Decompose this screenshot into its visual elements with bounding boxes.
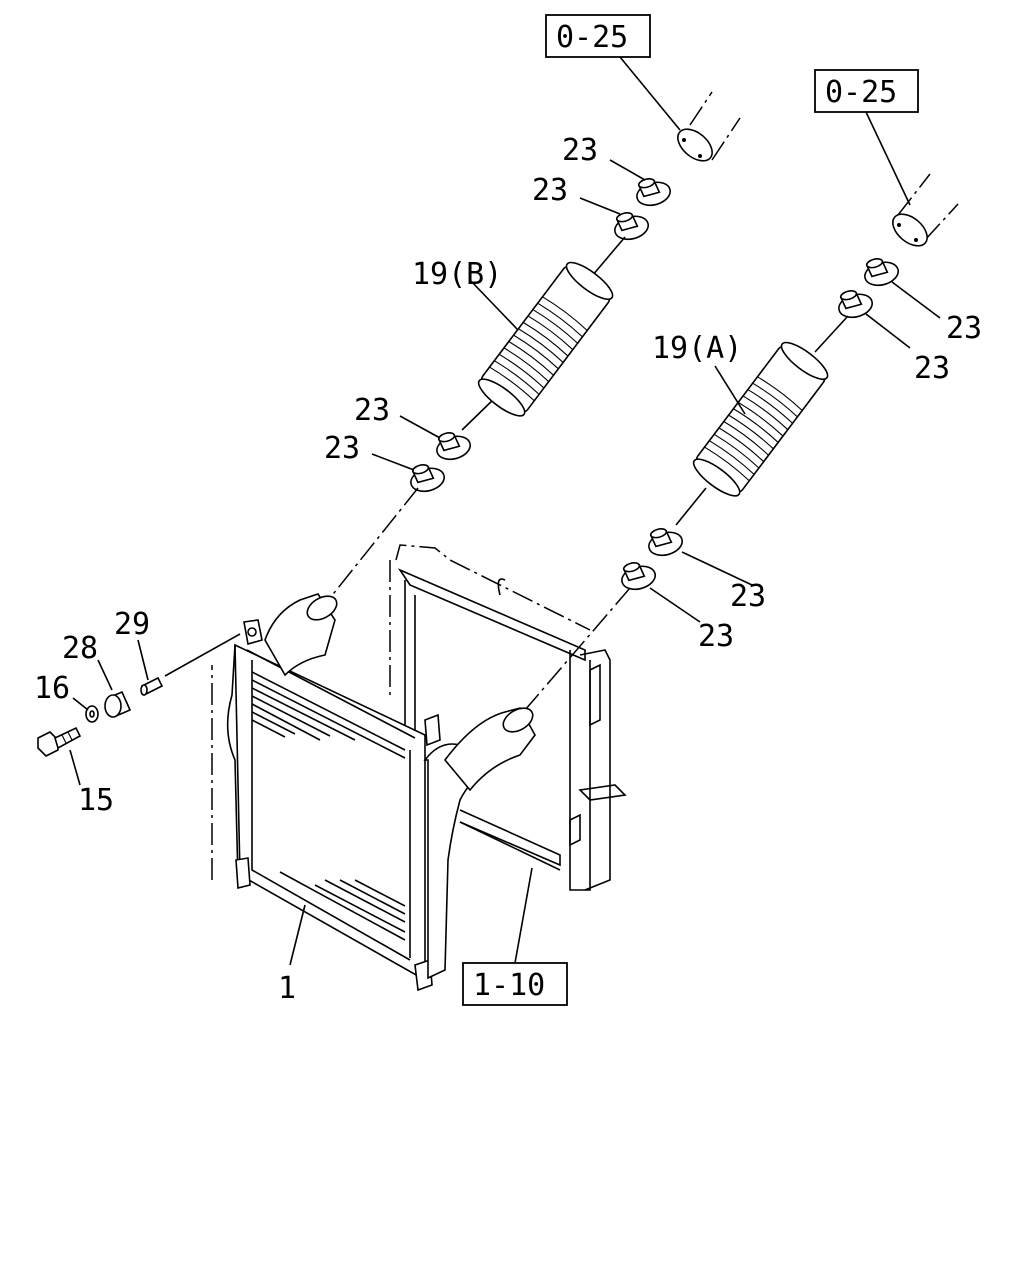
part-label-23: 23	[946, 311, 982, 346]
ref-label-right: 0-25	[825, 75, 897, 110]
part-label-23: 23	[354, 393, 390, 428]
hose-clamp-icon[interactable]	[632, 173, 674, 210]
ref-label-upper: 0-25	[556, 20, 628, 55]
hose-19b-icon[interactable]	[474, 257, 617, 422]
assembly-line	[814, 315, 849, 353]
hose-clamp-icon[interactable]	[617, 557, 659, 594]
part-label-28: 28	[62, 631, 98, 666]
hose-clamp-icon[interactable]	[644, 523, 686, 560]
part-label-23: 23	[324, 431, 360, 466]
leader-ref-right	[865, 111, 911, 206]
leader-ref-upper	[619, 56, 681, 131]
bushing-icon[interactable]	[104, 690, 132, 718]
ref-box-right[interactable]: 0-25	[814, 69, 919, 113]
pipe-end-upper-icon	[677, 91, 741, 162]
leader-lines	[69, 159, 941, 966]
hose-19a-icon[interactable]	[689, 337, 832, 502]
collar-icon[interactable]	[140, 676, 164, 696]
intercooler-icon[interactable]	[211, 591, 537, 992]
part-label-16: 16	[34, 671, 70, 706]
assembly-line	[675, 487, 707, 526]
assembly-line	[461, 395, 498, 431]
hose-clamp-icon[interactable]	[432, 427, 474, 464]
assembly-line	[164, 633, 241, 677]
part-label-1: 1	[278, 971, 296, 1006]
assembly-line	[524, 587, 631, 711]
part-label-23: 23	[698, 619, 734, 654]
part-label-19a: 19(A)	[652, 331, 742, 366]
washer-icon[interactable]	[85, 705, 99, 723]
ref-box-bottom[interactable]: 1-10	[462, 962, 568, 1006]
part-label-23: 23	[730, 579, 766, 614]
ref-label-bottom: 1-10	[473, 968, 545, 1003]
pipe-end-right-icon	[892, 173, 959, 247]
part-label-29: 29	[114, 607, 150, 642]
part-label-23: 23	[914, 351, 950, 386]
assembly-line	[329, 487, 419, 599]
bolt-icon[interactable]	[37, 726, 82, 757]
part-label-23: 23	[562, 133, 598, 168]
part-label-23: 23	[532, 173, 568, 208]
assembly-line	[591, 236, 626, 277]
part-label-15: 15	[78, 783, 114, 818]
leader-ref-bottom	[514, 867, 533, 964]
part-label-19b: 19(B)	[412, 257, 502, 292]
ref-box-upper[interactable]: 0-25	[545, 14, 651, 58]
hose-clamp-icon[interactable]	[406, 459, 448, 496]
